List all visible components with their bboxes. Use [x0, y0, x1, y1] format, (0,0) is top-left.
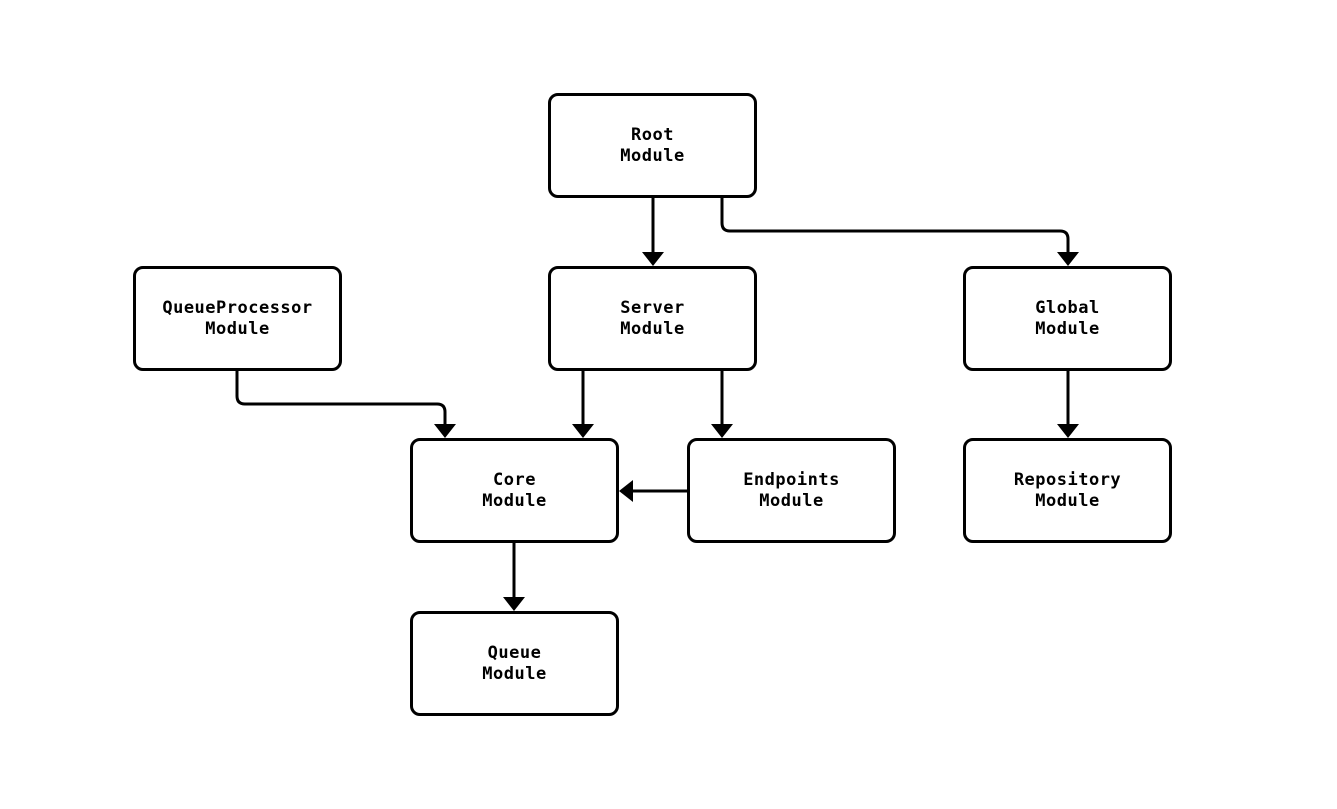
node-root-module: Root Module	[548, 93, 757, 198]
arrowhead-queueprocessor-module-to-core-module	[434, 424, 456, 438]
arrowhead-root-module-to-server-module	[642, 252, 664, 266]
arrowhead-core-module-to-queue-module	[503, 597, 525, 611]
node-queueprocessor-module: QueueProcessor Module	[133, 266, 342, 371]
node-label-core-module: Core Module	[482, 469, 547, 511]
node-global-module: Global Module	[963, 266, 1172, 371]
node-label-queueprocessor-module: QueueProcessor Module	[162, 297, 313, 339]
node-label-queue-module: Queue Module	[482, 642, 547, 684]
node-server-module: Server Module	[548, 266, 757, 371]
arrowhead-server-module-to-core-module	[572, 424, 594, 438]
node-label-global-module: Global Module	[1035, 297, 1100, 339]
edge-root-module-to-global-module	[720, 198, 1070, 254]
node-queue-module: Queue Module	[410, 611, 619, 716]
node-label-root-module: Root Module	[620, 124, 685, 166]
node-label-server-module: Server Module	[620, 297, 685, 339]
arrowhead-root-module-to-global-module	[1057, 252, 1079, 266]
node-repository-module: Repository Module	[963, 438, 1172, 543]
edge-queueprocessor-module-to-core-module	[235, 371, 447, 426]
node-core-module: Core Module	[410, 438, 619, 543]
arrowhead-endpoints-module-to-core-module	[619, 480, 633, 502]
node-label-endpoints-module: Endpoints Module	[743, 469, 840, 511]
arrowhead-global-module-to-repository-module	[1057, 424, 1079, 438]
node-endpoints-module: Endpoints Module	[687, 438, 896, 543]
node-label-repository-module: Repository Module	[1013, 469, 1122, 511]
arrowhead-server-module-to-endpoints-module	[711, 424, 733, 438]
